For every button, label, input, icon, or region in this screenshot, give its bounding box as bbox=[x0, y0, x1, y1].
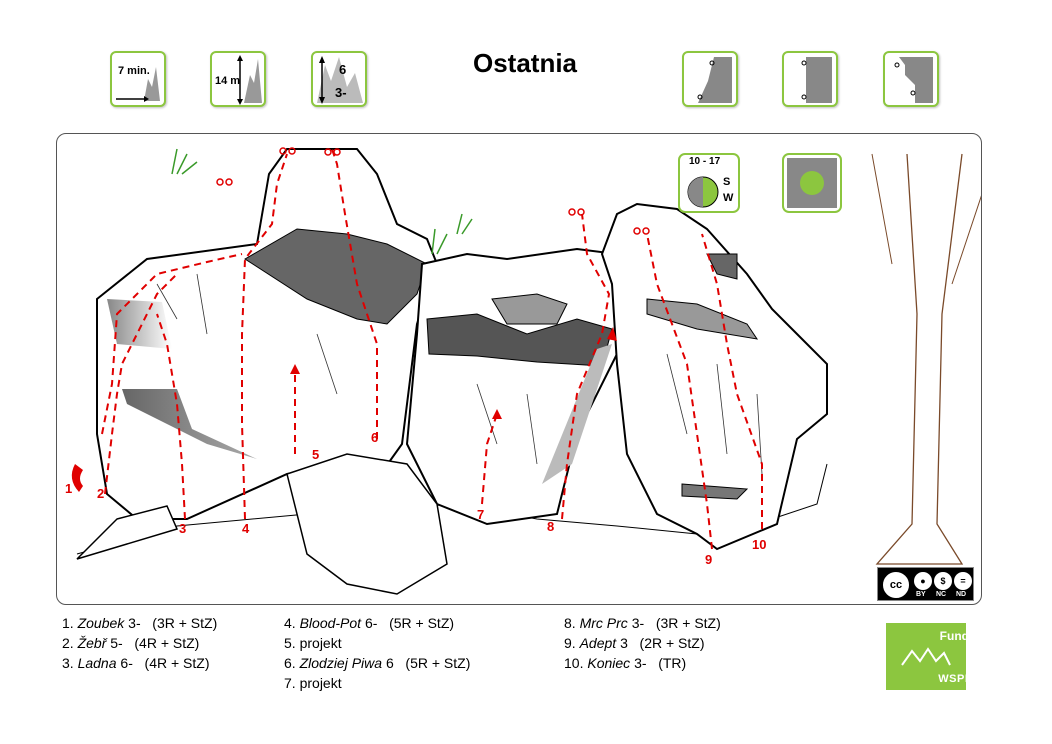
mountain-logo-icon bbox=[901, 647, 951, 666]
logo-line-2: WSPINKA bbox=[938, 673, 994, 685]
nc-icon: $ bbox=[934, 572, 952, 590]
legend-item: 8. Mrc Prc 3- (3R + StZ) bbox=[564, 615, 721, 631]
aspect-hours-label: 10 - 17 bbox=[689, 156, 721, 167]
route-number-9: 9 bbox=[705, 552, 713, 567]
legend-item: 6. Zlodziej Piwa 6 (5R + StZ) bbox=[284, 655, 471, 671]
nd-icon: = bbox=[954, 572, 972, 590]
height-label: 14 m bbox=[215, 75, 241, 87]
legend-column-3: 8. Mrc Prc 3- (3R + StZ) 9. Adept 3 (2R … bbox=[564, 613, 721, 673]
aspect-dir-w: W bbox=[723, 192, 734, 204]
nd-label: ND bbox=[956, 591, 967, 598]
grade-max-label: 6 bbox=[339, 62, 347, 77]
by-label: BY bbox=[916, 591, 926, 598]
overhang-icon bbox=[883, 51, 939, 107]
route-number-4: 4 bbox=[242, 521, 250, 536]
grade-min-label: 3- bbox=[335, 85, 347, 100]
route-number-2: 2 bbox=[97, 486, 105, 501]
legend-column-2: 4. Blood-Pot 6- (5R + StZ) 5. projekt 6.… bbox=[284, 613, 470, 693]
route-number-8: 8 bbox=[547, 519, 555, 534]
route-number-6: 6 bbox=[371, 430, 379, 445]
slab-icon bbox=[682, 51, 738, 107]
by-icon: ● bbox=[914, 572, 932, 590]
legend-item: 2. Žebř 5- (4R + StZ) bbox=[62, 635, 200, 651]
topo-diagram: 1 2 3 4 5 6 7 8 9 10 10 - 17 S W bbox=[56, 133, 982, 605]
logo-line-1: Fundacja bbox=[939, 629, 993, 643]
legend-column-1: 1. Zoubek 3- (3R + StZ) 2. Žebř 5- (4R +… bbox=[62, 613, 217, 673]
grade-range-icon: 6 3- bbox=[311, 51, 367, 107]
approach-time-icon: 7 min. bbox=[110, 51, 166, 107]
route-number-5: 5 bbox=[312, 447, 320, 462]
fundacja-wspinka-logo: Fundacja WSPINKA bbox=[886, 623, 993, 690]
legend-item: 4. Blood-Pot 6- (5R + StZ) bbox=[284, 615, 455, 631]
vertical-wall-icon bbox=[782, 51, 838, 107]
route-number-10: 10 bbox=[752, 537, 767, 552]
legend-item: 3. Ladna 6- (4R + StZ) bbox=[62, 655, 210, 671]
approach-time-label: 7 min. bbox=[118, 65, 150, 77]
route-number-7: 7 bbox=[477, 507, 485, 522]
route-number-1: 1 bbox=[65, 481, 73, 496]
cc-license-badge: cc ● $ = BY NC ND bbox=[877, 567, 974, 601]
nc-label: NC bbox=[936, 591, 947, 598]
legend-item: 5. projekt bbox=[284, 635, 342, 651]
legend-item: 1. Zoubek 3- (3R + StZ) bbox=[62, 615, 218, 631]
legend-item: 7. projekt bbox=[284, 675, 342, 691]
crag-title: Ostatnia bbox=[472, 48, 578, 78]
route-number-3: 3 bbox=[179, 521, 187, 536]
legend-item: 10. Koniec 3- (TR) bbox=[564, 655, 687, 671]
cc-icon: cc bbox=[881, 570, 911, 600]
rock-drawing bbox=[71, 147, 981, 595]
aspect-dir-s: S bbox=[723, 176, 731, 188]
height-icon: 14 m bbox=[210, 51, 266, 107]
legend-item: 9. Adept 3 (2R + StZ) bbox=[564, 635, 705, 651]
